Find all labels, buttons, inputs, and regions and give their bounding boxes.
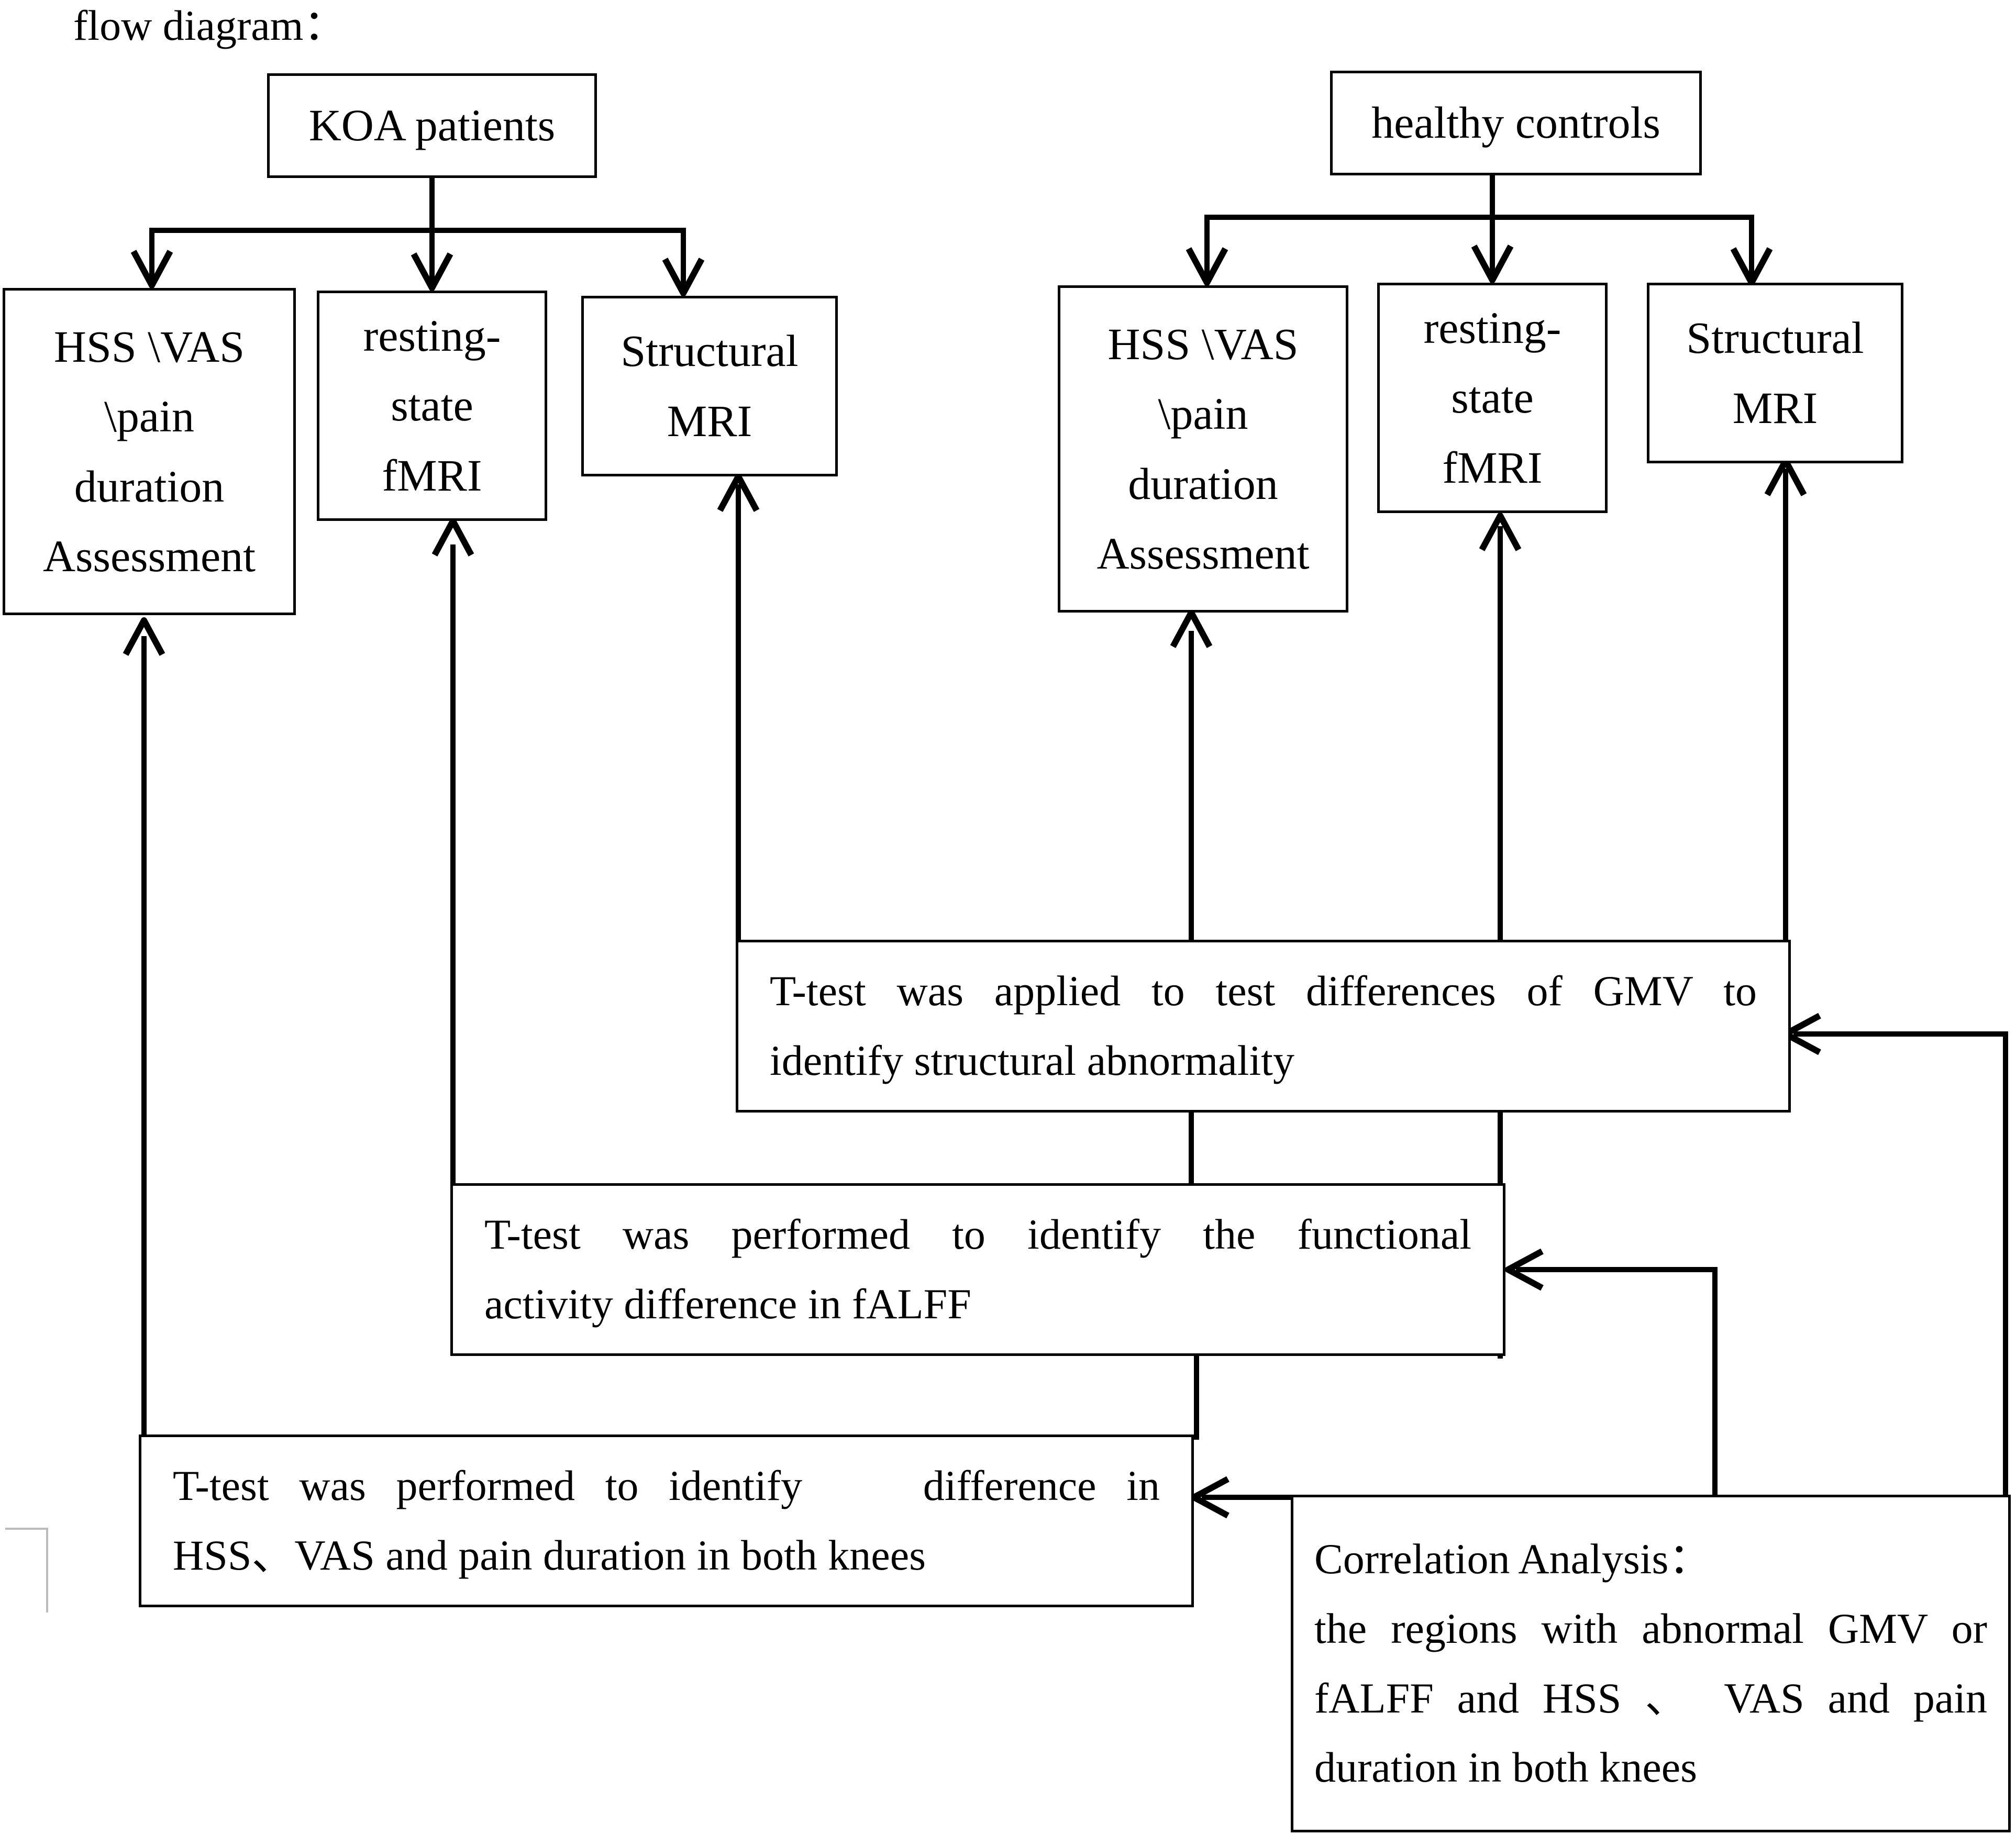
arrowhead: [1479, 513, 1522, 551]
box-line: state: [391, 380, 473, 431]
box-line: HSS、VAS and pain duration in both knees: [173, 1531, 926, 1579]
box-line: \pain: [104, 391, 194, 442]
arrowhead: [1186, 247, 1228, 286]
controls-assessment-box: HSS \VAS \pain duration Assessment: [1058, 285, 1348, 613]
corr-to-gmv: [1793, 1031, 2008, 1500]
box-line: resting-: [1423, 303, 1561, 353]
falff-ttest-box: T-test was performed to identify the fun…: [450, 1183, 1505, 1356]
box-line: activity difference in fALFF: [484, 1280, 971, 1328]
arrowhead: [1191, 1476, 1229, 1519]
arrowhead: [717, 473, 760, 512]
arrowhead: [662, 258, 705, 296]
box-line: Correlation Analysis：: [1314, 1534, 1712, 1583]
arrowhead: [1471, 244, 1514, 283]
arrowhead: [1170, 609, 1213, 648]
box-line: fMRI: [1442, 442, 1543, 493]
gmv-ttest-box: T-test was applied to test differences o…: [736, 940, 1791, 1113]
box-line: Assessment: [1096, 528, 1310, 579]
box-line: T-test was applied to test differences o…: [770, 967, 1757, 1015]
box-line: Structural: [1686, 313, 1864, 363]
controls-smri-box: Structural MRI: [1647, 283, 1903, 463]
box-line: resting-: [363, 310, 501, 361]
box-line: MRI: [667, 395, 752, 446]
corr-to-falff: [1516, 1267, 1718, 1497]
arrowhead: [130, 250, 173, 288]
box-line: HSS \VAS: [1107, 318, 1299, 369]
diagram-title: flow diagram：: [73, 2, 347, 49]
arrowhead: [123, 617, 165, 656]
box-line: Assessment: [42, 530, 256, 581]
box-line: HSS \VAS: [53, 321, 245, 372]
box-line: fALFF and HSS 、 VAS and pain: [1314, 1674, 1988, 1722]
correlation-analysis-box: Correlation Analysis： the regions with a…: [1291, 1495, 2011, 1832]
box-line: duration in both knees: [1314, 1743, 1698, 1792]
healthy-controls-box: healthy controls: [1330, 71, 1702, 175]
box-line: Structural: [621, 326, 799, 376]
box-line: \pain: [1158, 388, 1248, 439]
arrowhead: [431, 518, 474, 557]
clinical-ttest-box: T-test was performed to identify differe…: [139, 1434, 1194, 1607]
patients-assessment-box: HSS \VAS \pain duration Assessment: [3, 288, 296, 615]
koa-patients-label: KOA patients: [308, 100, 556, 151]
arrowhead: [411, 252, 453, 291]
corner-mark: [5, 1528, 48, 1612]
healthy-controls-label: healthy controls: [1371, 97, 1660, 148]
patients-smri-box: Structural MRI: [581, 296, 838, 476]
box-line: duration: [74, 461, 225, 511]
box-line: the regions with abnormal GMV or: [1314, 1604, 1987, 1652]
arrowhead: [1505, 1248, 1544, 1291]
koa-patients-box: KOA patients: [267, 73, 597, 178]
box-line: MRI: [1732, 382, 1818, 433]
controls-fmri-box: resting- state fMRI: [1377, 283, 1608, 513]
box-line: T-test was performed to identify differe…: [173, 1462, 1160, 1510]
box-line: fMRI: [382, 450, 482, 501]
box-line: identify structural abnormality: [770, 1037, 1294, 1084]
patients-fmri-box: resting- state fMRI: [317, 291, 547, 521]
box-line: T-test was performed to identify the fun…: [484, 1210, 1471, 1259]
box-line: state: [1451, 372, 1534, 423]
box-line: duration: [1128, 458, 1278, 509]
